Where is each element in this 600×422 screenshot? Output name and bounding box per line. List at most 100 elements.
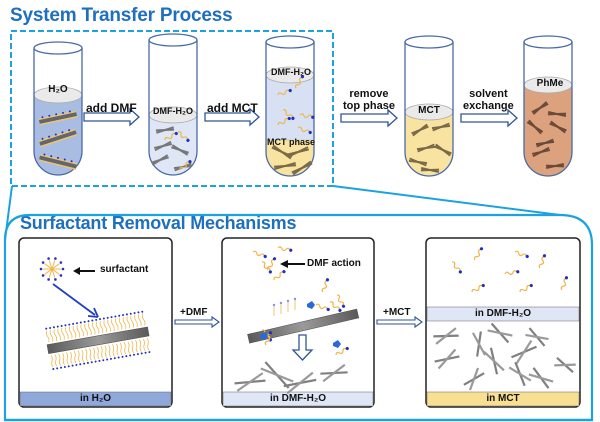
nanotube-bundle: [545, 163, 565, 169]
surfactant-molecule: [335, 346, 349, 356]
tube-rim: [265, 35, 315, 49]
nanotube-cross: [508, 361, 532, 387]
tube-outline: [523, 42, 573, 177]
surfactant-molecule: [471, 283, 485, 293]
panel-in-dmf-water-footer: [222, 391, 374, 407]
surfactant-molecule: [297, 126, 312, 135]
dmf-molecule-icon: [260, 332, 268, 340]
nanotube-bundle: [291, 160, 313, 176]
tube-rim: [404, 35, 454, 49]
step-label-plus-mct: +MCT: [383, 307, 411, 318]
step-label-plus-dmf: +DMF: [180, 307, 208, 318]
nanotube-cross: [483, 347, 505, 375]
dmf-molecule-icon: [333, 340, 341, 348]
surfactant-head: [286, 299, 290, 303]
micelle-icon: [39, 257, 65, 281]
coated-nanotube: [38, 153, 78, 170]
nanotube-bundle: [153, 140, 173, 152]
surfactant-molecule: [514, 250, 529, 259]
bottom-section-title: Surfactant Removal Mechanisms: [20, 213, 297, 233]
surfactant-molecule: [315, 303, 330, 312]
tube-rim: [523, 35, 573, 49]
nanotube-cross: [320, 363, 348, 383]
surfactant-molecule: [266, 257, 277, 271]
nanotube-cross: [434, 348, 460, 370]
highlight-box-dashed: [10, 30, 334, 187]
nanotube-bundle: [171, 144, 189, 156]
step-label-solvent-line2: exchange: [463, 100, 514, 112]
surfactant-molecule: [294, 75, 305, 89]
nanotube-bundle: [549, 120, 567, 134]
step-label-solvent-exchange: solvent exchange: [463, 88, 514, 112]
surfactant-molecule: [451, 261, 462, 274]
surfactant-molecule: [277, 116, 291, 126]
nanotube-cross: [283, 371, 317, 395]
nanotube-bundle: [408, 157, 428, 167]
surfactant-head: [293, 297, 297, 301]
tube-5-label: PhMe: [536, 78, 564, 89]
nanotube-cross: [511, 339, 537, 365]
top-section-title: System Transfer Process: [10, 5, 233, 26]
arrow-solvent-exchange: [460, 108, 518, 128]
nanotube-bundle: [531, 146, 551, 158]
nanotube-bundle: [155, 126, 175, 134]
surfactant-head: [279, 301, 283, 305]
test-tube-2: [148, 33, 198, 176]
step-label-remove-line1: remove: [349, 88, 389, 100]
panel-1-footer-label: in H₂O: [79, 393, 112, 404]
panel-3-middle-label: in DMF-H₂O: [474, 308, 532, 319]
surfactant-molecule: [519, 283, 533, 293]
arrow-add-dmf: [83, 107, 140, 127]
tube-outline: [33, 48, 83, 176]
surfactant-molecule: [336, 294, 346, 308]
nanotube-bundle: [273, 161, 297, 171]
nanotube-bundle: [434, 143, 452, 157]
coated-nanotube-large: [45, 310, 151, 371]
tube-rim: [148, 33, 198, 47]
tube-outline: [265, 42, 315, 177]
panel-mct-footer: [426, 391, 580, 407]
nanotube-cross: [528, 367, 554, 389]
panel-in-water-footer: [19, 391, 172, 407]
surfactant-molecule: [473, 247, 484, 261]
arrow-remove-top-phase: [340, 108, 398, 128]
panel-in-water: [18, 237, 173, 408]
arrow-plus-mct: [376, 315, 423, 329]
surfactant-molecule: [538, 254, 547, 269]
tube-4-label: MCT: [418, 105, 440, 116]
step-label-remove-top-phase: remove top phase: [343, 88, 395, 112]
dmf-molecule-icon: [307, 301, 315, 309]
coated-nanotube: [38, 110, 78, 126]
step-label-add-dmf: add DMF: [86, 101, 137, 115]
surfactant-head: [272, 303, 276, 307]
adsorption-arrow: [52, 283, 96, 316]
nanotube-bundle: [547, 111, 567, 117]
tube-rim: [33, 41, 83, 55]
nanotube-bundle: [411, 123, 429, 137]
step-label-remove-line2: top phase: [343, 100, 395, 112]
surfactant-molecule: [329, 301, 342, 312]
surfactant-molecule: [504, 270, 520, 276]
panel-phase-separated: [425, 237, 581, 408]
surfactant-molecule: [299, 113, 315, 119]
surfactant-molecule: [277, 246, 293, 252]
nanotube-bundle: [287, 146, 309, 158]
coated-nanotube-icon: [45, 310, 151, 371]
surfactant-molecule: [282, 109, 295, 120]
tube-outline: [404, 42, 454, 177]
step-label-solvent-line1: solvent: [469, 88, 508, 100]
tube-1-label: H₂O: [48, 84, 68, 95]
nanotube-bundle: [151, 154, 169, 166]
callout-line-right: [332, 185, 561, 216]
nanotube-bundle: [535, 138, 555, 148]
liquid: [405, 112, 453, 176]
panel-2-footer-label: in DMF-H₂O: [269, 393, 327, 404]
test-tube-5: [523, 35, 573, 177]
dmf-action-label: DMF action: [307, 258, 361, 269]
nanotube-cross: [234, 372, 266, 392]
down-arrow-icon: [291, 334, 314, 361]
panel-middle-band: [426, 306, 580, 322]
surfactant-label: surfactant: [100, 264, 149, 275]
surfactant-molecule: [264, 331, 273, 346]
